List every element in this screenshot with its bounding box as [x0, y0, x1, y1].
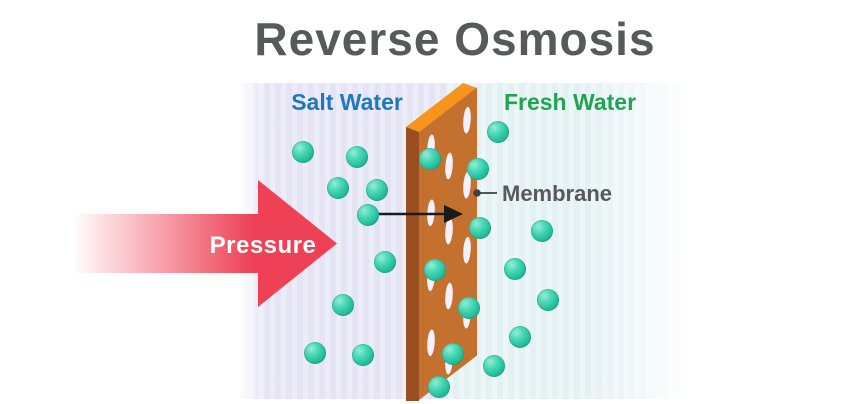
- water-molecule: [504, 258, 526, 280]
- membrane-hole: [445, 217, 453, 245]
- water-molecule: [424, 259, 446, 281]
- membrane-hole: [463, 171, 471, 199]
- water-molecule: [332, 294, 354, 316]
- membrane-hole: [445, 282, 453, 310]
- salt-water-label: Salt Water: [291, 89, 403, 115]
- membrane-side-face: [406, 127, 419, 401]
- water-molecule: [483, 355, 505, 377]
- water-molecule: [352, 344, 374, 366]
- membrane-callout-dot: [473, 189, 481, 197]
- water-molecule: [469, 217, 491, 239]
- water-molecule: [487, 121, 509, 143]
- water-molecule: [509, 326, 531, 348]
- page-title: Reverse Osmosis: [254, 13, 656, 65]
- water-molecule: [537, 289, 559, 311]
- water-molecule: [366, 179, 388, 201]
- pressure-arrow-shape: [75, 180, 337, 307]
- water-molecule: [327, 177, 349, 199]
- water-molecule: [357, 204, 379, 226]
- membrane-hole: [427, 199, 435, 227]
- water-molecule: [442, 343, 464, 365]
- water-molecule: [428, 376, 450, 398]
- pressure-label: Pressure: [209, 232, 317, 259]
- water-molecule: [304, 342, 326, 364]
- water-molecule: [531, 220, 553, 242]
- membrane-hole: [445, 152, 453, 180]
- membrane-hole: [427, 329, 435, 357]
- water-molecule: [419, 148, 441, 170]
- membrane-label: Membrane: [502, 181, 613, 206]
- membrane-top-face: [406, 83, 477, 132]
- flow-arrow-head: [444, 205, 463, 223]
- membrane-hole: [463, 106, 471, 134]
- water-molecule: [292, 141, 314, 163]
- membrane-hole: [463, 236, 471, 264]
- water-molecule: [346, 146, 368, 168]
- fresh-water-label: Fresh Water: [503, 89, 637, 115]
- water-molecule: [467, 158, 489, 180]
- water-molecule: [374, 251, 396, 273]
- water-molecule: [458, 297, 480, 319]
